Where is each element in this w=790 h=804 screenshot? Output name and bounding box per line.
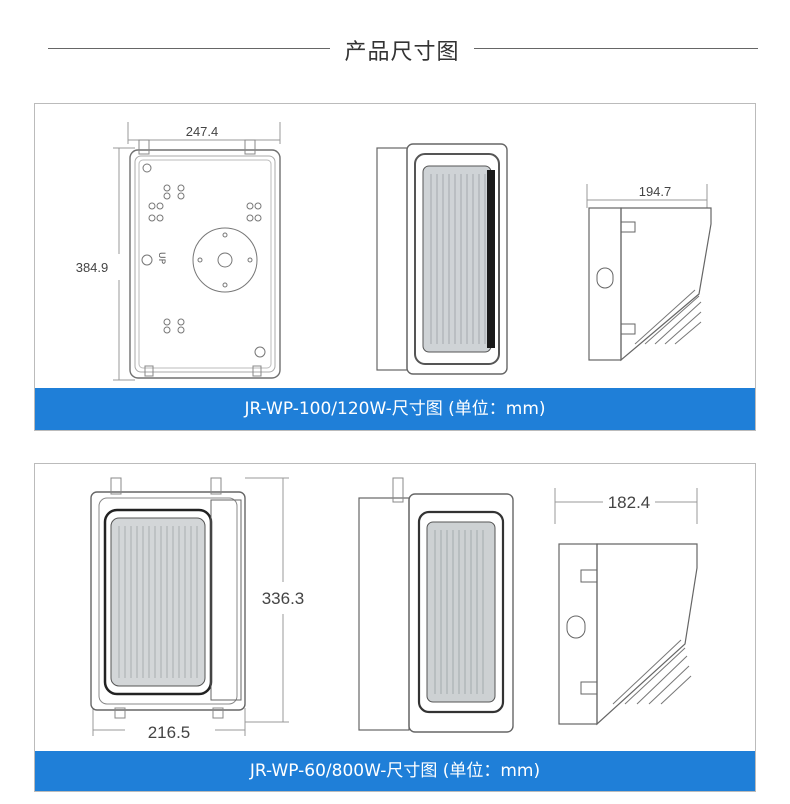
drawing-60-80w: 336.3 216.5 182.4 — [90, 477, 698, 742]
caption-band: JR-WP-100/120W-尺寸图 (单位：mm) — [35, 388, 755, 430]
plate-up-marking: UP — [156, 252, 166, 265]
fixture-angle-view — [358, 477, 514, 733]
fixture-back-view — [129, 139, 281, 379]
header-rule-left — [48, 48, 330, 49]
dim-height-label: 384.9 — [76, 260, 109, 275]
fixture-front-view — [376, 143, 508, 375]
section-header: 产品尺寸图 — [0, 28, 790, 68]
caption-band: JR-WP-60/800W-尺寸图 (单位：mm) — [35, 751, 755, 791]
section-title: 产品尺寸图 — [344, 40, 460, 65]
fixture-side-view — [558, 543, 698, 726]
fixture-front-view — [90, 477, 246, 719]
dim-depth-label: 194.7 — [639, 184, 672, 199]
dim-depth-label: 182.4 — [608, 493, 651, 512]
dimension-panel-100-120w: 247.4 384.9 — [34, 103, 756, 431]
dim-width-label: 247.4 — [186, 124, 219, 139]
dim-width-label: 216.5 — [148, 723, 191, 742]
drawing-100-120w: 247.4 384.9 — [76, 122, 712, 381]
fixture-side-view — [586, 184, 712, 362]
header-rule-right — [474, 48, 758, 49]
dimension-panel-60-80w: 336.3 216.5 182.4 — [34, 463, 756, 792]
dim-height-label: 336.3 — [262, 589, 305, 608]
